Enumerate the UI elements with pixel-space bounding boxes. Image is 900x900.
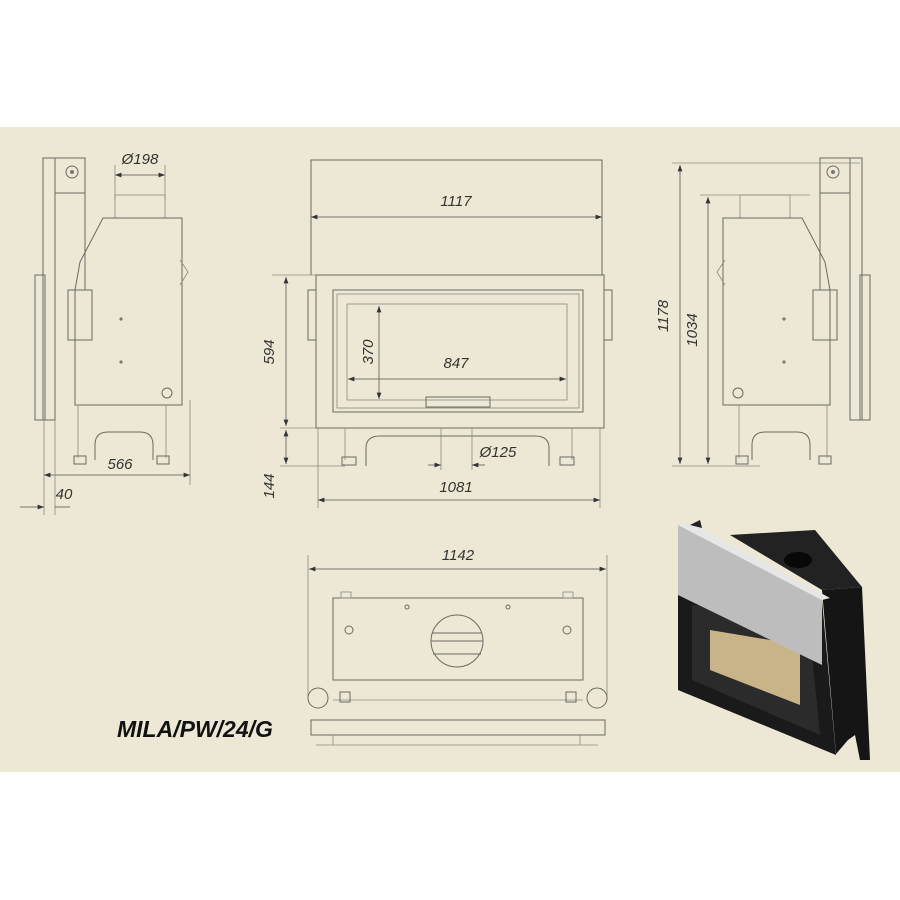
dim-air-inlet: Ø125 <box>479 444 517 461</box>
top-view: 1142 <box>307 547 608 746</box>
right-side-view: 1178 1034 <box>655 157 871 467</box>
dim-leg-height: 144 <box>261 473 278 498</box>
dim-depth: 566 <box>107 456 133 473</box>
front-view: 1117 370 847 594 144 Ø125 1081 <box>261 159 613 508</box>
dim-body-height: 1034 <box>684 313 701 346</box>
dim-total-height: 1178 <box>655 299 672 332</box>
dim-base-width: 1081 <box>439 479 472 496</box>
dim-flue-side: Ø198 <box>121 151 159 168</box>
dim-front-height: 594 <box>261 339 278 364</box>
dim-top-width: 1117 <box>440 193 472 210</box>
left-side-view: Ø198 566 40 <box>20 151 191 515</box>
insert-3d-render <box>678 520 870 760</box>
dim-top-view-width: 1142 <box>442 547 475 564</box>
dim-glass-height: 370 <box>360 339 377 365</box>
dim-flange: 40 <box>56 486 73 503</box>
model-title: MILA/PW/24/G <box>117 716 273 742</box>
dim-glass-width: 847 <box>443 355 469 372</box>
